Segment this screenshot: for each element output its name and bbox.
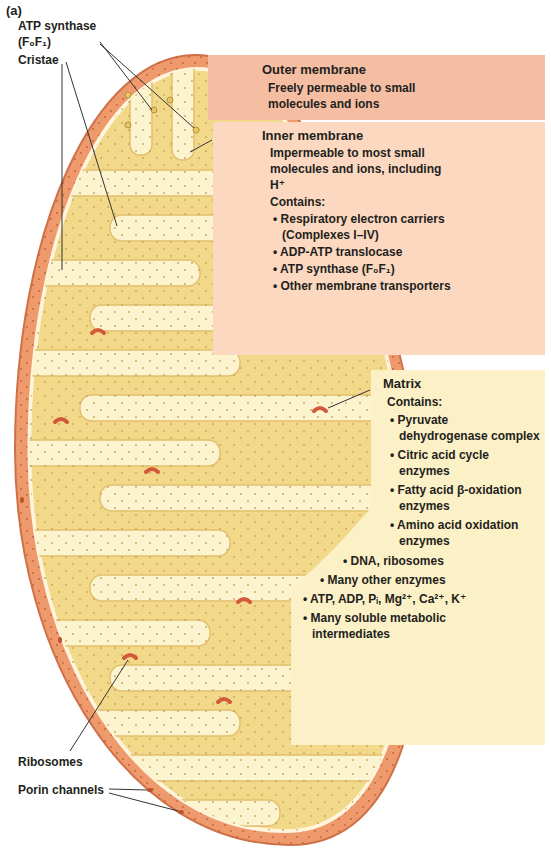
box-body: Contains: [270, 194, 455, 210]
porin-channel [20, 497, 24, 503]
leader-line [100, 42, 152, 110]
panel-letter: (a) [6, 3, 66, 19]
porin-channel [58, 637, 62, 643]
bullet-item: • Respiratory electron carriers (Complex… [273, 211, 463, 243]
box-body: Impermeable to most small molecules and … [270, 145, 455, 193]
ribosome [314, 408, 326, 411]
leader-line [109, 793, 178, 811]
porin-channel [178, 810, 184, 814]
part-label: Cristae [18, 52, 108, 68]
box-heading: Inner membrane [262, 128, 522, 144]
ribosomes [55, 330, 326, 702]
porin-channel [147, 788, 153, 792]
atp-synthase-particle [125, 92, 131, 98]
bullet-item: • Fatty acid β-oxidation enzymes [390, 482, 540, 514]
part-label: Porin channels [18, 782, 138, 798]
bullet-item: • Citric acid cycle enzymes [390, 447, 540, 479]
leader-line [190, 140, 212, 152]
box-heading: Matrix [383, 376, 533, 392]
matrix-box: MatrixContains: • Pyruvate dehydrogenase … [265, 370, 545, 745]
leader-line [62, 64, 63, 270]
ribosome [146, 469, 158, 472]
bullet-item: • ADP-ATP translocase [273, 244, 463, 260]
ribosome [218, 699, 230, 702]
bullet-item: • Amino acid oxidation enzymes [390, 517, 540, 549]
part-label: ATP synthase (F₀F₁) [18, 18, 113, 50]
box-heading: Outer membrane [262, 62, 522, 78]
bullet-item: • ATP, ADP, Pᵢ, Mg²⁺, Ca²⁺, K⁺ [303, 591, 538, 607]
ribosome [238, 599, 250, 602]
atp-synthase-particle [167, 97, 173, 103]
bullet-item: • ATP synthase (F₀F₁) [273, 261, 463, 277]
leader-line [70, 660, 128, 751]
ribosome [55, 419, 67, 422]
leader-line [100, 44, 194, 128]
box-body: Contains: [387, 394, 537, 410]
matrix-panel-fill [291, 370, 545, 745]
leader-line [66, 62, 117, 226]
part-label: Ribosomes [18, 754, 113, 770]
bullet-item: • Many other enzymes [320, 572, 535, 588]
atp-synthase-particles [125, 92, 199, 133]
leader-line [328, 390, 370, 408]
ribosome [124, 655, 136, 658]
leader-line [109, 789, 147, 790]
membrane-box: Outer membraneFreely permeable to small … [208, 55, 545, 120]
atp-synthase-particle [125, 122, 131, 128]
box-body: Freely permeable to small molecules and … [268, 80, 443, 112]
bullet-item: • Other membrane transporters [273, 278, 463, 294]
bullet-item: • Many soluble metabolic intermediates [303, 610, 508, 642]
bullet-item: • DNA, ribosomes [343, 553, 538, 569]
ribosome [92, 330, 104, 333]
bullet-item: • Pyruvate dehydrogenase complex [390, 412, 540, 444]
membrane-box: Inner membraneImpermeable to most small … [213, 122, 545, 355]
